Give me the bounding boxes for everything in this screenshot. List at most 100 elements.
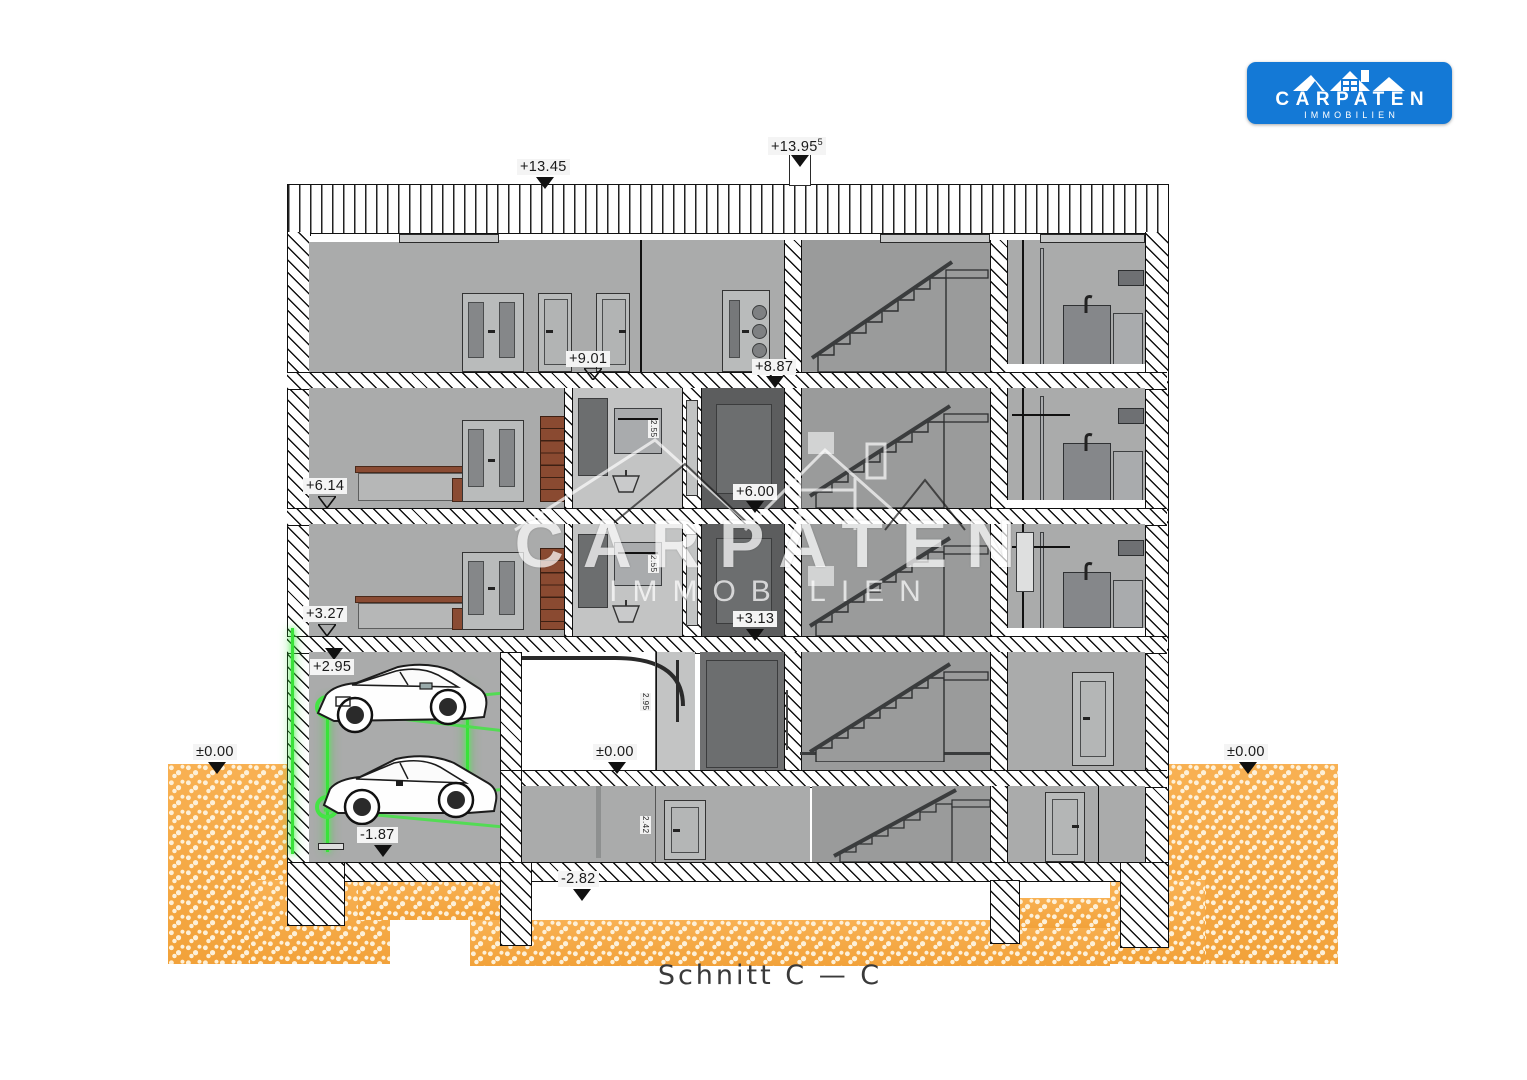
foundation-slab (287, 862, 1167, 882)
wall-line-top-right (1022, 240, 1024, 372)
car-lower (322, 755, 498, 825)
wall-ground-shaft (784, 652, 802, 770)
wall-f2-a (564, 388, 573, 508)
ceiling-gap-a (309, 236, 399, 242)
faucet-icon-top (1084, 295, 1093, 313)
wall-f1-shaft-right (784, 524, 802, 636)
elevation-f3-shaft: +8.87 (752, 359, 797, 375)
shaft-rail (786, 690, 788, 750)
elevation-marker-f3-door (584, 368, 602, 380)
wall-f1-a (564, 524, 573, 636)
dim-floor-height-a: 2.55 (648, 420, 659, 438)
car-upper (316, 663, 488, 734)
wall-top-shaft (784, 240, 802, 372)
sink-icon-f1 (611, 600, 641, 623)
bed-headboard-f1 (355, 596, 473, 603)
foundation-mid (500, 862, 532, 946)
elevation-marker-f2-left (318, 496, 336, 508)
cab-line-f1 (618, 552, 658, 554)
roof-slab (287, 184, 1169, 234)
dim-basement-height: 2.42 (640, 816, 651, 834)
staircase-floor1 (800, 524, 990, 637)
staircase-ground (800, 652, 990, 763)
lift-guide-right (466, 686, 469, 804)
shower-f2 (578, 398, 608, 476)
elevation-marker-f1-shaft (746, 629, 764, 641)
elevator-door-floor3[interactable] (722, 290, 770, 372)
lift-base-plate (318, 843, 344, 850)
elevation-garage-lower: -1.87 (357, 827, 398, 843)
elevation-marker-f3-shaft (766, 376, 784, 388)
kitchen-sink-unit-top (1063, 305, 1111, 365)
door-f1-narrow[interactable] (686, 534, 698, 626)
kitchen-appliance-top (1113, 313, 1143, 365)
door-basement-b[interactable] (1045, 792, 1085, 862)
door-f2-narrow[interactable] (686, 400, 698, 496)
dim-line-ground (655, 652, 657, 770)
kitchen-tall-unit-f2 (1040, 396, 1044, 508)
kitchen-sink-unit-f2 (1063, 443, 1111, 501)
elevation-ground-right: ±0.00 (1224, 744, 1268, 760)
door-top-single-b[interactable] (596, 293, 630, 372)
ceiling-beam-b (880, 234, 990, 243)
range-hood-f1 (1118, 540, 1144, 556)
shelf-line-f2 (1012, 414, 1070, 416)
elevation-basement: -2.82 (558, 871, 599, 887)
lift-guide-left (326, 700, 329, 852)
dim-floor-height-b: 2.55 (648, 555, 659, 573)
faucet-icon-f2 (1084, 433, 1093, 451)
counter-f2-right (1006, 500, 1145, 508)
ceiling-beam-c (1040, 234, 1145, 243)
elevation-marker-ground-left (208, 762, 226, 774)
elevation-f1-shaft: +3.13 (733, 611, 778, 627)
staircase-basement (830, 786, 991, 863)
elevation-roof-main: +13.45 (517, 159, 570, 175)
mountain-house-icon (1285, 69, 1415, 98)
door-basement-a[interactable] (664, 800, 706, 860)
logo-brand: CARPATEN (1275, 89, 1431, 110)
elevation-roof-chimney: +13.955 (768, 137, 826, 155)
carpaten-logo[interactable]: CARPATEN IMMOBILIEN (1247, 62, 1452, 124)
garage-ramp-curve (505, 656, 685, 707)
elevation-marker-f2-shaft (746, 501, 764, 513)
range-hood-f2 (1118, 408, 1144, 424)
door-ground-right[interactable] (1072, 672, 1114, 766)
door-f2-double[interactable] (462, 420, 524, 502)
lift-guide-left-outer (291, 628, 294, 854)
dim-line-basement (655, 786, 657, 862)
foundation-mid-right (990, 880, 1020, 944)
door-top-double[interactable] (462, 293, 524, 372)
staircase-floor2 (800, 388, 990, 509)
elevation-ground-center: ±0.00 (593, 744, 637, 760)
elevator-car-f1 (716, 538, 772, 624)
foundation-right (1120, 862, 1169, 948)
basement-pipe (596, 786, 601, 858)
ceiling-beam-a (399, 234, 499, 243)
bed-mattress-f2 (358, 473, 470, 501)
range-hood-top (1118, 270, 1144, 286)
wall-ground-right (990, 652, 1008, 770)
elevator-car-f2 (716, 404, 772, 494)
elevation-ground-left: ±0.00 (193, 744, 237, 760)
wall-line-f2-right (1022, 388, 1024, 508)
window-f1-right (1016, 532, 1034, 592)
elevation-marker-ground-right (1239, 762, 1257, 774)
drawing-title: Schnitt C — C (657, 960, 883, 991)
elevation-marker-garage-upper (325, 648, 343, 660)
elevation-garage-upper: +2.95 (310, 659, 355, 675)
elevation-marker-basement (573, 889, 591, 901)
elevation-f2-left: +6.14 (303, 478, 348, 494)
garage-post (676, 660, 679, 722)
wall-top-right (990, 240, 1008, 372)
foundation-left (287, 862, 345, 926)
partition-line-top (640, 240, 642, 372)
cab-line-f2 (618, 418, 658, 420)
shelf-line-f1 (1012, 546, 1070, 548)
wall-basement-right (990, 786, 1008, 862)
counter-top-right (1006, 364, 1145, 372)
kitchen-appliance-f2 (1113, 451, 1143, 501)
dim-ground-height: 2.95 (640, 693, 651, 711)
door-f1-double[interactable] (462, 552, 524, 630)
elevation-marker-roof-main (536, 177, 554, 189)
